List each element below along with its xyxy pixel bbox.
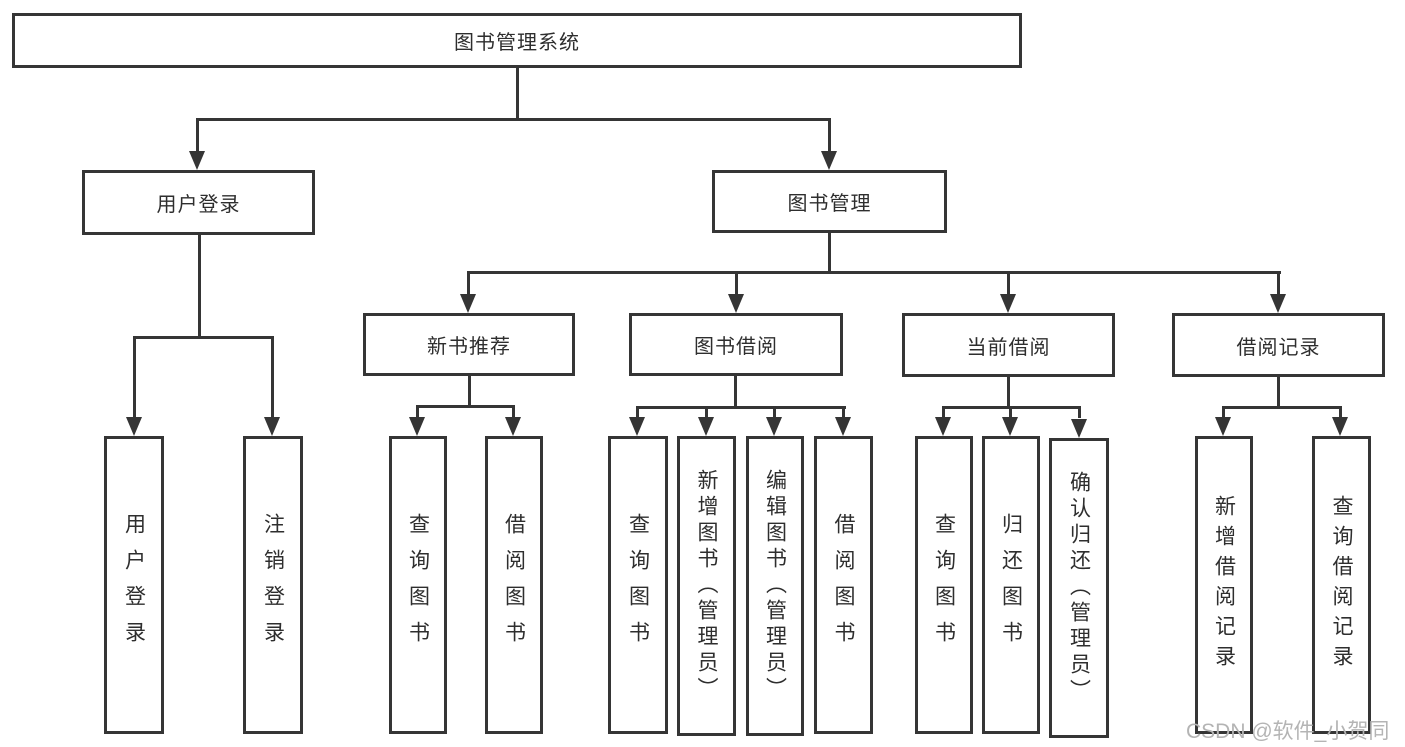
arrowhead-to-borrow-edit [766,417,782,436]
arrowhead-to-current-borrow [1000,294,1016,313]
connector-borrow-drop-4 [842,406,845,418]
connector-userlogin-left-drop [133,336,136,418]
connector-borrow-drop-1 [636,406,639,418]
connector-userlogin-split [133,336,274,339]
arrowhead-to-recommend-query [409,417,425,436]
arrowhead-to-leaf-logout [264,417,280,436]
node-root-library-system: 图书管理系统 [12,13,1022,68]
connector-bookmgmt-stem [828,233,831,274]
arrowhead-to-current-return [1002,417,1018,436]
leaf-logout: 注销登录 [243,436,303,734]
arrowhead-to-current-confirm [1071,419,1087,438]
leaf-records-add-borrow-record: 新增借阅记录 [1195,436,1253,734]
node-user-login: 用户登录 [82,170,315,235]
leaf-borrow-edit-books-admin: 编辑图书（管理员） [746,436,804,736]
arrowhead-to-current-query [935,417,951,436]
arrowhead-to-borrow-add [698,417,714,436]
leaf-user-login: 用户登录 [104,436,164,734]
leaf-recommend-borrow-books: 借阅图书 [485,436,543,734]
connector-borrow-drop-2 [705,406,708,418]
connector-current-drop-1 [942,406,945,418]
connector-current-drop-2 [1009,406,1012,418]
connector-userlogin-right-drop [271,336,274,418]
arrowhead-to-book-borrow [728,294,744,313]
arrowhead-to-records-query [1332,417,1348,436]
connector-current-stem [1007,377,1010,409]
connector-recommend-split [416,405,515,408]
arrowhead-to-recommend-borrow [505,417,521,436]
connector-records-drop-2 [1339,406,1342,418]
arrowhead-to-borrow-borrow [835,417,851,436]
connector-recommend-drop-1 [416,405,419,418]
connector-root-split [196,118,831,121]
connector-borrow-split [636,406,846,409]
arrowhead-to-records-add [1215,417,1231,436]
leaf-current-confirm-return-admin: 确认归还（管理员） [1049,438,1109,738]
csdn-watermark: CSDN @软件_小贺同学 [1186,720,1390,743]
connector-root-stem [516,68,519,121]
arrowhead-to-book-management [821,151,837,170]
connector-records-split [1222,406,1342,409]
leaf-records-query-borrow-record: 查询借阅记录 [1312,436,1371,734]
node-book-management: 图书管理 [712,170,947,233]
connector-borrow-drop-3 [773,406,776,418]
arrowhead-to-borrow-records [1270,294,1286,313]
connector-records-stem [1277,377,1280,409]
arrowhead-to-leaf-user-login [126,417,142,436]
connector-recommend-stem [468,376,471,408]
leaf-current-query-books: 查询图书 [915,436,973,734]
arrowhead-to-new-book-recommend [460,294,476,313]
connector-bookmgmt-drop-4 [1277,271,1280,295]
arrowhead-to-user-login [189,151,205,170]
leaf-borrow-query-books: 查询图书 [608,436,668,734]
connector-current-drop-3 [1078,406,1081,418]
arrowhead-to-borrow-query [629,417,645,436]
connector-root-right-drop [828,118,831,152]
connector-bookmgmt-split [467,271,1281,274]
leaf-current-return-books: 归还图书 [982,436,1040,734]
connector-root-left-drop [196,118,199,152]
node-current-borrow: 当前借阅 [902,313,1115,377]
connector-borrow-stem [734,376,737,409]
connector-bookmgmt-drop-2 [735,271,738,295]
connector-userlogin-stem [198,235,201,339]
node-book-borrow: 图书借阅 [629,313,843,376]
leaf-recommend-query-books: 查询图书 [389,436,447,734]
node-borrow-records: 借阅记录 [1172,313,1385,377]
connector-recommend-drop-2 [512,405,515,418]
connector-records-drop-1 [1222,406,1225,418]
connector-bookmgmt-drop-1 [467,271,470,295]
node-new-book-recommend: 新书推荐 [363,313,575,376]
connector-bookmgmt-drop-3 [1007,271,1010,295]
leaf-borrow-borrow-books: 借阅图书 [814,436,873,734]
leaf-borrow-add-books-admin: 新增图书（管理员） [677,436,736,736]
